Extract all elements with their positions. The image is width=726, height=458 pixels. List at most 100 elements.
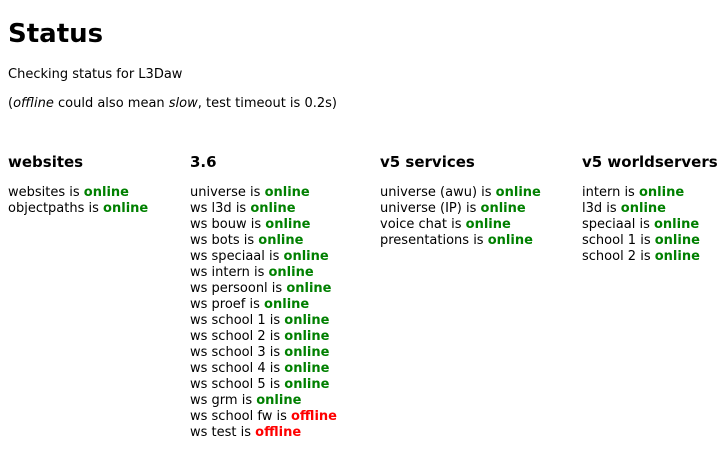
status-connector: is (65, 185, 84, 200)
service-name: presentations (380, 233, 470, 248)
status-item: intern is online (582, 185, 718, 201)
note-open-paren: ( (8, 96, 14, 111)
status-item: universe is online (190, 185, 337, 201)
service-name: universe (IP) (380, 201, 462, 216)
status-value: online (465, 217, 511, 232)
status-item: ws test is offline (190, 425, 337, 441)
status-item: ws school 4 is online (190, 361, 337, 377)
status-value: online (495, 185, 541, 200)
service-name: ws school 3 (190, 345, 266, 360)
note-offline-word: offline (13, 96, 54, 111)
status-value: online (638, 185, 685, 200)
status-item: ws bots is online (190, 233, 337, 249)
websites-column-heading: websites (8, 153, 84, 171)
status-item: universe (awu) is online (380, 185, 541, 201)
status-connector: is (636, 233, 655, 248)
v5-worldservers-column-heading: v5 worldservers (582, 153, 718, 171)
status-item: ws school 5 is online (190, 377, 337, 393)
status-value: online (264, 185, 310, 200)
status-item: objectpaths is online (8, 201, 148, 217)
status-connector: is (477, 185, 496, 200)
status-value: online (286, 281, 332, 296)
status-value: online (284, 345, 330, 360)
status-connector: is (447, 217, 466, 232)
status-item: ws school 3 is online (190, 345, 337, 361)
status-item: universe (IP) is online (380, 201, 541, 217)
status-value: online (480, 201, 526, 216)
status-connector: is (246, 217, 266, 232)
status-value: online (283, 249, 329, 264)
status-item: ws persoonl is online (190, 281, 337, 297)
status-value: online (284, 377, 330, 392)
status-value: online (284, 313, 330, 328)
status-item: school 1 is online (582, 233, 718, 249)
status-value: online (654, 249, 700, 264)
status-item: presentations is online (380, 233, 541, 249)
status-item: ws l3d is online (190, 201, 337, 217)
service-name: ws proef (190, 297, 246, 312)
checking-status-text: Checking status for L3Daw (8, 67, 183, 82)
service-name: l3d (582, 201, 603, 216)
status-item: ws intern is online (190, 265, 337, 281)
status-connector: is (267, 281, 287, 296)
service-name: websites (8, 185, 66, 200)
status-connector: is (249, 265, 269, 280)
status-connector: is (272, 409, 291, 424)
status-value: online (653, 217, 700, 232)
status-connector: is (239, 233, 259, 248)
service-name: ws school 1 (190, 313, 266, 328)
status-value: online (258, 233, 304, 248)
note-slow-word: slow (168, 96, 198, 111)
status-connector: is (265, 361, 285, 376)
status-value: online (250, 201, 296, 216)
service-name: speciaal (582, 217, 636, 232)
status-value: offline (291, 409, 337, 424)
service-name: universe (190, 185, 246, 200)
v5-services-column-heading: v5 services (380, 153, 475, 171)
status-connector: is (84, 201, 104, 216)
page-title: Status (8, 19, 104, 49)
status-connector: is (636, 249, 655, 264)
status-connector: is (265, 313, 285, 328)
status-connector: is (245, 185, 265, 200)
status-item: ws speciaal is online (190, 249, 337, 265)
service-name: ws school 2 (190, 329, 266, 344)
v36-column-heading: 3.6 (190, 153, 217, 171)
status-value: online (264, 297, 310, 312)
status-item: ws proef is online (190, 297, 337, 313)
service-name: ws school fw (190, 409, 273, 424)
status-connector: is (620, 185, 639, 200)
note-middle-text: could also mean (53, 96, 169, 111)
status-item: ws school 2 is online (190, 329, 337, 345)
status-value: online (103, 201, 149, 216)
status-item: voice chat is online (380, 217, 541, 233)
service-name: intern (582, 185, 621, 200)
service-name: ws l3d (190, 201, 232, 216)
status-item: ws bouw is online (190, 217, 337, 233)
status-value: online (265, 217, 311, 232)
status-connector: is (265, 329, 285, 344)
service-name: ws bots (190, 233, 240, 248)
status-connector: is (237, 393, 257, 408)
service-name: voice chat (380, 217, 447, 232)
status-connector: is (236, 425, 256, 440)
status-item: speciaal is online (582, 217, 718, 233)
status-connector: is (635, 217, 654, 232)
service-name: school 2 (582, 249, 637, 264)
status-connector: is (469, 233, 488, 248)
status-value: online (256, 393, 302, 408)
service-name: objectpaths (8, 201, 85, 216)
service-name: ws school 5 (190, 377, 266, 392)
status-connector: is (602, 201, 621, 216)
status-connector: is (461, 201, 481, 216)
status-item: ws school 1 is online (190, 313, 337, 329)
status-item: school 2 is online (582, 249, 718, 265)
service-name: ws persoonl (190, 281, 268, 296)
